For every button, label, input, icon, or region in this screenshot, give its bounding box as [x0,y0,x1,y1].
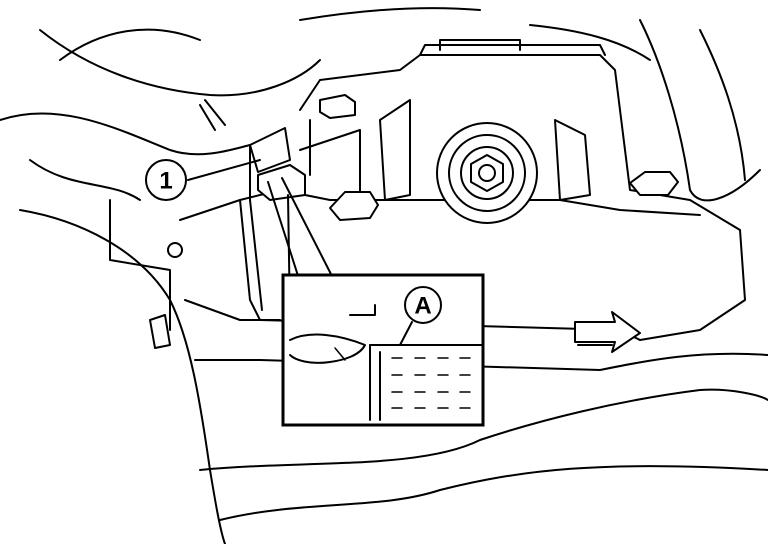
center-plug [436,122,538,224]
leader-lines [187,159,336,283]
background-components [0,7,761,544]
bolts [149,94,679,349]
oil-level-dashes [391,357,471,409]
detail-a-box: A [281,273,485,427]
transmission-housing [179,39,768,521]
callout-1: 1 [145,159,187,201]
callout-1-label: 1 [159,168,172,195]
front-direction-arrow-icon [574,311,641,353]
callout-a-label: A [414,293,431,320]
